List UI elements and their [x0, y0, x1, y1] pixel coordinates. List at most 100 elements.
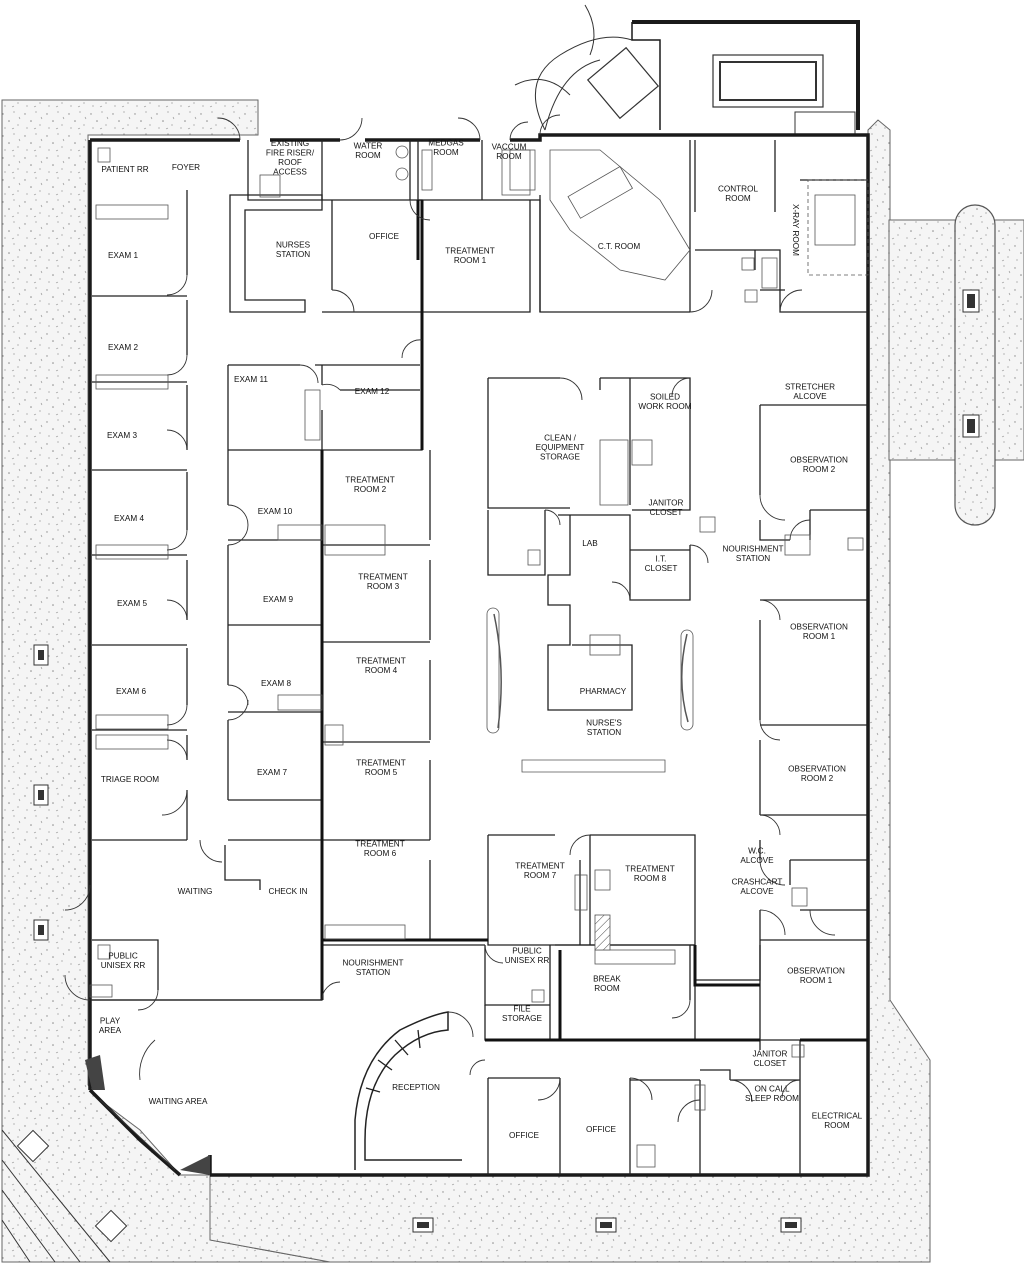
room-label-line: ALCOVE — [793, 392, 827, 401]
room-label-exam-2: EXAM 2 — [108, 343, 138, 352]
room-label-line: WAITING AREA — [149, 1097, 208, 1106]
site-landscape — [1, 99, 1024, 1263]
room-label-line: ALCOVE — [740, 887, 774, 896]
room-label-line: AREA — [99, 1026, 122, 1035]
room-label-line: JANITOR — [649, 498, 684, 507]
room-label-line: PHARMACY — [580, 687, 627, 696]
room-label-exam-6: EXAM 6 — [116, 687, 146, 696]
room-label-line: CONTROL — [718, 184, 758, 193]
room-label-triage-room: TRIAGE ROOM — [101, 775, 159, 784]
room-label-line: PUBLIC — [108, 951, 138, 960]
room-label-xray-room: X-RAY ROOM — [791, 204, 800, 256]
room-label-line: TREATMENT — [625, 864, 674, 873]
room-label-line: TRIAGE ROOM — [101, 775, 159, 784]
room-label-line: CRASHCART — [732, 877, 783, 886]
room-label-line: ROOM — [594, 984, 620, 993]
room-label-exam-7: EXAM 7 — [257, 768, 287, 777]
rated-walls — [320, 200, 868, 1042]
room-label-line: JANITOR — [753, 1049, 788, 1058]
room-label-line: EXAM 7 — [257, 768, 287, 777]
room-label-lab: LAB — [582, 539, 598, 548]
room-label-line: CLEAN / — [544, 434, 577, 443]
room-label-waiting-area: WAITING AREA — [149, 1097, 208, 1106]
room-label-line: BREAK — [593, 974, 621, 983]
room-label-line: ALCOVE — [740, 856, 774, 865]
room-label-line: ELECTRICAL — [812, 1111, 863, 1120]
room-label-line: TREATMENT — [345, 475, 394, 484]
room-label-exam-12: EXAM 12 — [355, 387, 390, 396]
room-label-line: NOURISHMENT — [343, 958, 404, 967]
room-label-line: ROOM — [433, 148, 459, 157]
room-label-line: ROOM 8 — [634, 874, 667, 883]
room-label-line: EXAM 12 — [355, 387, 390, 396]
room-label-line: PATIENT RR — [101, 165, 148, 174]
room-label-line: EXAM 10 — [258, 507, 293, 516]
room-label-line: WAITING — [178, 887, 213, 896]
room-label-line: ROOM 2 — [803, 465, 836, 474]
room-label-line: EXAM 4 — [114, 514, 144, 523]
room-label-line: SLEEP ROOM — [745, 1094, 799, 1103]
room-label-line: ROOM 1 — [454, 256, 487, 265]
room-label-line: ROOM 2 — [354, 485, 387, 494]
room-label-line: TREATMENT — [515, 861, 564, 870]
room-label-line: I.T. — [656, 554, 667, 563]
room-label-line: TREATMENT — [355, 839, 404, 848]
room-label-line: EXAM 11 — [234, 375, 268, 384]
room-label-exam-9: EXAM 9 — [263, 595, 293, 604]
room-label-office-bottom-1: OFFICE — [509, 1131, 540, 1140]
room-label-line: EXAM 2 — [108, 343, 138, 352]
room-label-line: ROOM — [496, 152, 522, 161]
room-label-line: CLOSET — [645, 564, 678, 573]
building-exterior-walls — [88, 133, 870, 1177]
room-label-line: EXAM 5 — [117, 599, 147, 608]
room-label-line: SOILED — [650, 392, 680, 401]
room-label-line: VACCUM — [492, 142, 527, 151]
room-label-line: STATION — [356, 968, 390, 977]
room-label-line: NURSE'S — [586, 718, 622, 727]
room-label-line: ROOM 5 — [365, 768, 398, 777]
room-label-foyer: FOYER — [172, 163, 200, 172]
room-label-line: ACCESS — [273, 167, 307, 176]
room-label-line: FILE — [513, 1004, 531, 1013]
room-label-line: ROOM 7 — [524, 871, 557, 880]
room-label-line: LAB — [582, 539, 598, 548]
room-label-wc-alcove: W.C.ALCOVE — [740, 846, 774, 865]
room-label-line: FOYER — [172, 163, 200, 172]
room-label-line: STORAGE — [502, 1014, 542, 1023]
room-label-line: STATION — [587, 728, 621, 737]
room-label-exam-4: EXAM 4 — [114, 514, 144, 523]
room-label-line: STATION — [276, 250, 310, 259]
room-label-line: FIRE RISER/ — [266, 148, 315, 157]
room-label-line: ROOM 6 — [364, 849, 397, 858]
room-label-office-top: OFFICE — [369, 232, 400, 241]
entry-vestibule — [85, 1055, 210, 1175]
room-label-line: STATION — [736, 554, 770, 563]
room-label-line: ROOM 1 — [800, 976, 833, 985]
door-swings — [64, 114, 836, 1123]
